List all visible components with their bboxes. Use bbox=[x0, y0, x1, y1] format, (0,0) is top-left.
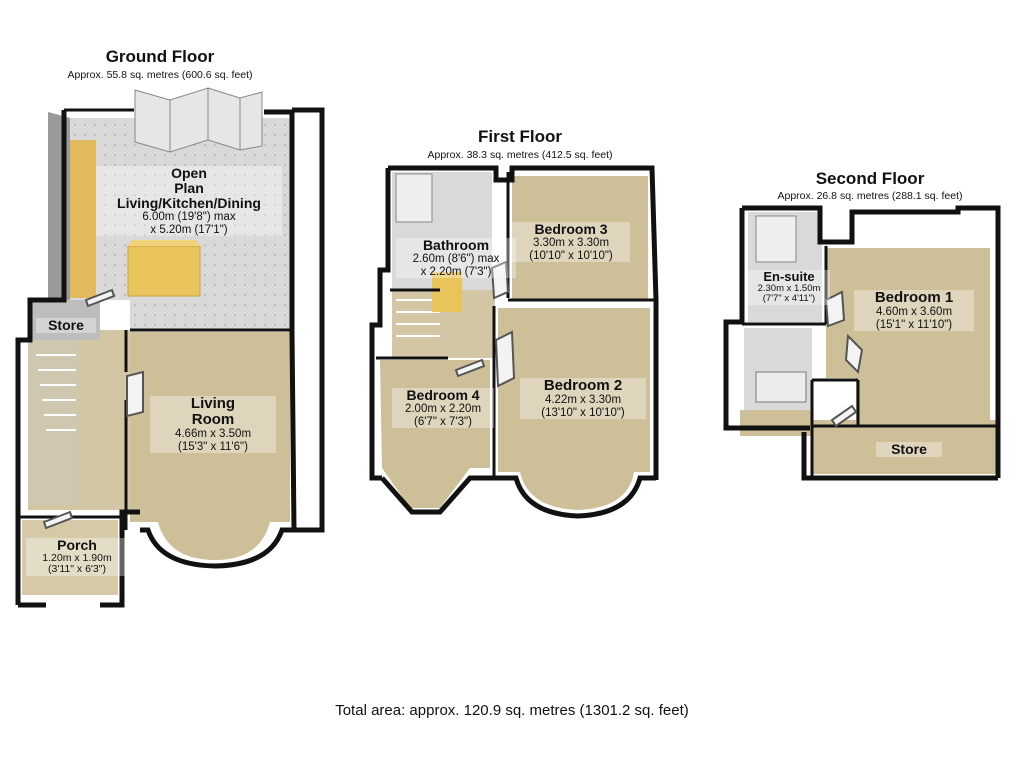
bedroom-4-label: Bedroom 4 2.00m x 2.20m (6'7" x 7'3") bbox=[392, 387, 494, 428]
second-doors bbox=[824, 290, 864, 428]
bedroom-1-name: Bedroom 1 bbox=[874, 289, 954, 306]
second-store-name: Store bbox=[891, 441, 927, 457]
ground-hallway bbox=[28, 330, 130, 510]
bedroom-2-floor bbox=[498, 308, 650, 510]
bedroom-2-imperial: (13'10" x 10'10") bbox=[541, 406, 625, 419]
ground-stair-steps bbox=[36, 354, 76, 431]
second-landing-lower bbox=[740, 410, 812, 436]
porch-name: Porch bbox=[57, 537, 97, 553]
ground-doors bbox=[42, 288, 144, 530]
first-floor-title: First Floor bbox=[477, 127, 563, 146]
ensuite-metric: 2.30m x 1.50m bbox=[757, 283, 821, 295]
second-floor-title: Second Floor bbox=[815, 169, 925, 188]
bifold-doors bbox=[134, 87, 263, 153]
bathroom-metric-2: x 2.20m (7'3") bbox=[420, 265, 492, 278]
bedroom-1-imperial: (15'1" x 11'10") bbox=[875, 318, 953, 331]
ground-stairs bbox=[28, 340, 78, 505]
ensuite-shower bbox=[755, 215, 797, 263]
bedroom-1-floor bbox=[826, 248, 990, 430]
living-room-floor bbox=[130, 332, 290, 560]
living-room-name-1: Living bbox=[190, 395, 236, 412]
second-store-floor bbox=[812, 420, 1000, 474]
living-room-label: Living Room 4.66m x 3.50m (15'3" x 11'6"… bbox=[150, 395, 276, 454]
bedroom-3-name: Bedroom 3 bbox=[534, 221, 608, 237]
second-walls bbox=[723, 205, 1001, 481]
bathroom-label: Bathroom 2.60m (8'6") max x 2.20m (7'3") bbox=[396, 237, 516, 278]
open-plan-name-1: Open bbox=[171, 165, 207, 181]
bedroom-2-metric: 4.22m x 3.30m bbox=[544, 394, 622, 407]
ground-floor-plan bbox=[15, 87, 325, 608]
porch-floor bbox=[22, 520, 118, 595]
porch-metric: 1.20m x 1.90m bbox=[42, 552, 112, 565]
open-plan-name-2: Plan bbox=[174, 180, 204, 197]
bedroom-2-label: Bedroom 2 4.22m x 3.30m (13'10" x 10'10"… bbox=[520, 377, 646, 419]
bedroom-4-metric: 2.00m x 2.20m bbox=[404, 403, 482, 416]
first-landing bbox=[392, 290, 495, 358]
second-floor-area: Approx. 26.8 sq. metres (288.1 sq. feet) bbox=[777, 190, 963, 202]
ground-store-floor bbox=[30, 300, 100, 340]
open-plan-name-3: Living/Kitchen/Dining bbox=[117, 195, 261, 212]
ground-wall-shading bbox=[48, 112, 70, 300]
porch-imperial: (3'11" x 6'3") bbox=[48, 563, 106, 576]
first-floor-area: Approx. 38.3 sq. metres (412.5 sq. feet) bbox=[427, 149, 613, 161]
kitchen-island bbox=[127, 245, 201, 297]
ground-walls bbox=[15, 107, 325, 608]
living-room-name-2: Room bbox=[191, 411, 235, 429]
bedroom-1-metric: 4.60m x 3.60m bbox=[875, 306, 953, 319]
first-walls bbox=[369, 165, 659, 519]
bedroom-4-imperial: (6'7" x 7'3") bbox=[414, 415, 472, 428]
ensuite-imperial: (7'7" x 4'11") bbox=[762, 293, 816, 305]
bedroom-4-floor bbox=[380, 360, 490, 508]
first-floor-plan bbox=[369, 165, 659, 519]
open-plan-metric-1: 6.00m (19'8") max bbox=[142, 211, 236, 224]
open-plan-floor bbox=[70, 118, 290, 330]
bathroom-metric-1: 2.60m (8'6") max bbox=[412, 253, 500, 266]
second-store-label: Store bbox=[876, 441, 942, 458]
open-plan-label: Open Plan Living/Kitchen/Dining 6.00m (1… bbox=[96, 165, 282, 237]
bedroom-3-imperial: (10'10" x 10'10") bbox=[529, 249, 613, 262]
bedroom-4-name: Bedroom 4 bbox=[406, 387, 480, 403]
bedroom-3-label: Bedroom 3 3.30m x 3.30m (10'10" x 10'10"… bbox=[512, 221, 630, 262]
ensuite-label: En-suite 2.30m x 1.50m (7'7" x 4'11") bbox=[748, 269, 830, 305]
open-plan-metric-2: x 5.20m (17'1") bbox=[150, 223, 228, 236]
kitchen-island-top bbox=[128, 240, 200, 246]
ground-floor-title: Ground Floor bbox=[105, 47, 215, 66]
ground-store-label: Store bbox=[36, 317, 96, 334]
bedroom-3-metric: 3.30m x 3.30m bbox=[532, 237, 610, 250]
ground-floor-area: Approx. 55.8 sq. metres (600.6 sq. feet) bbox=[67, 69, 253, 81]
bedroom-2-name: Bedroom 2 bbox=[543, 377, 623, 394]
living-room-imperial: (15'3" x 11'6") bbox=[178, 440, 248, 453]
bedroom-1-label: Bedroom 1 4.60m x 3.60m (15'1" x 11'10") bbox=[854, 289, 974, 331]
living-room-metric: 4.66m x 3.50m bbox=[174, 428, 252, 441]
kitchen-worktop bbox=[70, 140, 96, 298]
ensuite-name: En-suite bbox=[763, 269, 815, 284]
first-stair-treads bbox=[432, 272, 462, 312]
bathroom-name: Bathroom bbox=[422, 237, 490, 253]
bedroom-3-floor bbox=[512, 176, 648, 300]
total-area: Total area: approx. 120.9 sq. metres (13… bbox=[335, 702, 689, 719]
second-stairwell bbox=[755, 371, 807, 403]
second-floor-plan bbox=[723, 205, 1001, 481]
first-doors bbox=[454, 260, 516, 388]
ground-store-name: Store bbox=[48, 317, 84, 333]
porch-label: Porch 1.20m x 1.90m (3'11" x 6'3") bbox=[26, 537, 128, 576]
first-shower bbox=[395, 173, 433, 223]
